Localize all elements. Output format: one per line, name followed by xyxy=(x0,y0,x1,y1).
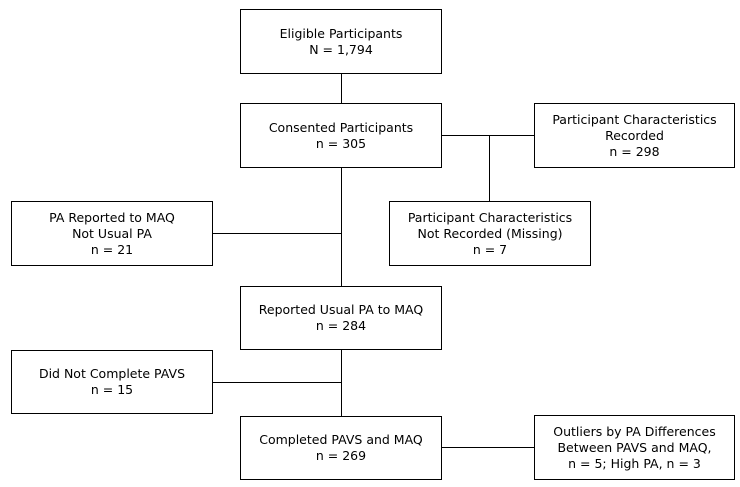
box-count: n = 5; High PA, n = 3 xyxy=(568,455,701,471)
box-label: Did Not Complete PAVS xyxy=(38,366,186,381)
box-count: n = 21 xyxy=(90,241,134,257)
box-label: Reported Usual PA to MAQ xyxy=(258,302,424,317)
box-count: n = 15 xyxy=(90,382,134,397)
box-count: n = 284 xyxy=(315,318,367,333)
characteristics-not-recorded-box: Participant Characteristics Not Recorded… xyxy=(389,201,591,266)
box-count: n = 7 xyxy=(472,241,508,257)
box-label-continued: Not Recorded (Missing) xyxy=(417,225,563,241)
box-label: Participant Characteristics xyxy=(407,209,573,225)
box-label: Outliers by PA Differences xyxy=(553,423,716,439)
no-pavs-box: Did Not Complete PAVS n = 15 xyxy=(11,350,213,414)
box-label-continued: Recorded xyxy=(605,127,664,143)
consented-participants-box: Consented Participants n = 305 xyxy=(240,103,442,168)
box-count: n = 305 xyxy=(315,135,367,151)
box-label: Eligible Participants xyxy=(279,25,403,41)
completed-box: Completed PAVS and MAQ n = 269 xyxy=(240,416,442,480)
characteristics-recorded-box: Participant Characteristics Recorded n =… xyxy=(534,103,735,168)
box-count: n = 269 xyxy=(315,448,367,463)
box-count: N = 1,794 xyxy=(309,41,373,57)
box-label: PA Reported to MAQ xyxy=(49,209,175,225)
box-label: Completed PAVS and MAQ xyxy=(259,432,423,447)
box-label-continued: Not Usual PA xyxy=(72,225,152,241)
box-label-continued: Between PAVS and MAQ, xyxy=(557,439,712,455)
outliers-box: Outliers by PA Differences Between PAVS … xyxy=(534,415,735,480)
pa-not-usual-box: PA Reported to MAQ Not Usual PA n = 21 xyxy=(11,201,213,266)
box-count: n = 298 xyxy=(609,143,660,159)
eligible-participants-box: Eligible Participants N = 1,794 xyxy=(240,9,442,74)
usual-pa-box: Reported Usual PA to MAQ n = 284 xyxy=(240,286,442,350)
box-label: Consented Participants xyxy=(268,119,414,135)
box-label: Participant Characteristics xyxy=(552,111,717,127)
